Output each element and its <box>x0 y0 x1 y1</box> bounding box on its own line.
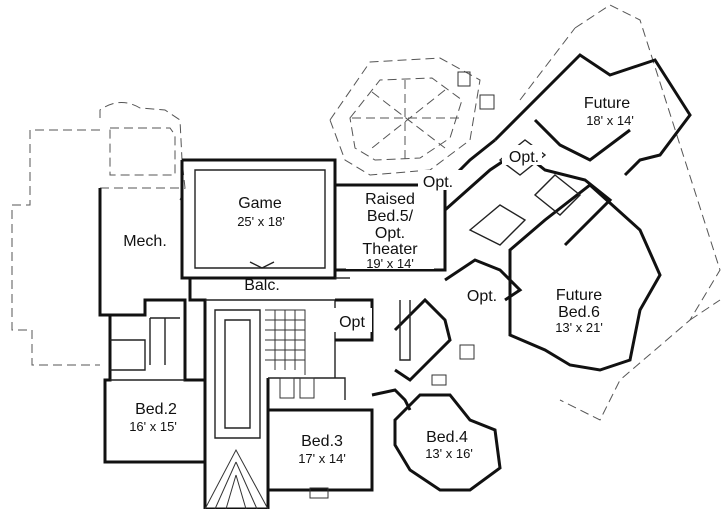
entry-roof <box>203 448 270 509</box>
room-bed2: Bed.2 16' x 15' <box>129 401 177 434</box>
room-size: 25' x 18' <box>237 214 285 229</box>
room-name: Balc. <box>244 277 280 294</box>
room-line4: Theater <box>362 241 418 258</box>
balcony-and-stairs <box>188 278 374 439</box>
room-future-top: Future 18' x 14' <box>584 95 634 128</box>
room-size: 13' x 21' <box>555 320 603 335</box>
room-bed3: Bed.3 17' x 14' <box>298 433 346 466</box>
room-name: Mech. <box>123 233 167 250</box>
room-name: Bed.3 <box>301 433 343 450</box>
room-name: Game <box>238 195 282 212</box>
bath-fixtures <box>279 71 495 499</box>
opt-text: Opt <box>339 314 365 331</box>
lower-level-outline-octagon <box>329 57 481 176</box>
room-line2: Bed.5/ <box>367 208 414 225</box>
opt-text: Opt. <box>509 149 539 166</box>
room-bed4: Bed.4 13' x 16' <box>425 429 473 461</box>
room-name: Bed.2 <box>135 401 177 418</box>
room-size: 17' x 14' <box>298 451 346 466</box>
game-room-walls <box>182 158 337 280</box>
room-game: Game 25' x 18' <box>237 195 285 229</box>
lower-level-outline-left <box>11 102 186 366</box>
opt-label-stair: Opt <box>332 308 372 332</box>
opt-label-lower: Opt. <box>460 284 502 305</box>
room-size: 19' x 14' <box>366 256 414 271</box>
opt-text: Opt. <box>467 288 497 305</box>
room-name: Future <box>584 95 630 112</box>
room-line1: Future <box>556 287 602 304</box>
room-size: 13' x 16' <box>425 446 473 461</box>
room-future-bed6: Future Bed.6 13' x 21' <box>542 283 616 335</box>
right-wing-walls <box>444 53 692 372</box>
room-size: 18' x 14' <box>586 113 634 128</box>
room-size: 16' x 15' <box>129 419 177 434</box>
opt-text: Opt. <box>423 174 453 191</box>
room-line3: Opt. <box>375 225 405 242</box>
room-line2: Bed.6 <box>558 304 600 321</box>
opt-label-top: Opt. <box>502 145 542 166</box>
room-name: Bed.4 <box>426 429 468 446</box>
room-balcony: Balc. <box>244 277 280 294</box>
lower-level-outline-right <box>519 4 721 421</box>
room-line1: Raised <box>365 191 415 208</box>
room-mech: Mech. <box>123 233 167 250</box>
room-raised-bed: Raised Bed.5/ Opt. Theater 19' x 14' <box>346 187 434 271</box>
opt-label-mid: Opt. <box>418 170 462 191</box>
